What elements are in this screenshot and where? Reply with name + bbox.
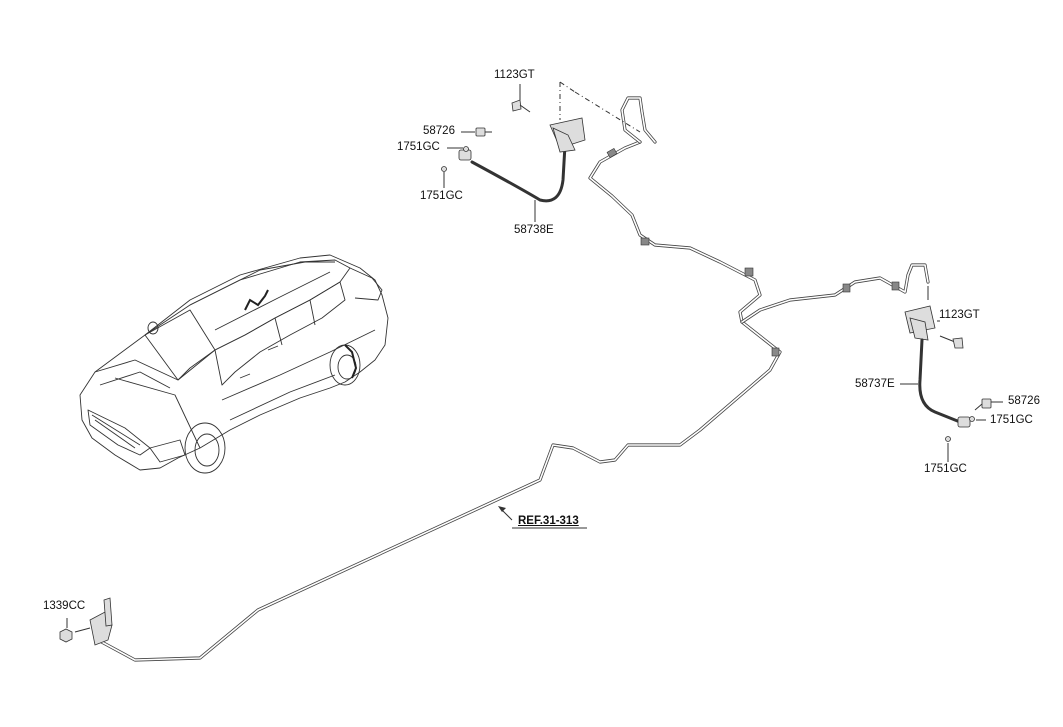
car-illustration <box>79 254 389 474</box>
brake-hose-right <box>904 305 971 428</box>
label-nut-bottom: 1339CC <box>43 600 86 612</box>
label-washer-top-b: 1751GC <box>420 190 463 202</box>
nut-icon <box>475 127 492 137</box>
nut-icon <box>974 398 992 411</box>
bolt-icon <box>511 99 531 113</box>
brake-tube-branch-right <box>740 263 930 324</box>
washer-icon <box>463 146 469 152</box>
brake-tube-main <box>96 140 782 662</box>
bracket-bottom-left <box>66 597 113 646</box>
washer-icon <box>945 436 951 442</box>
brake-tube-top-loop <box>620 96 657 144</box>
nut-icon <box>59 628 73 643</box>
bolt-icon <box>939 335 964 349</box>
label-hose-right: 58737E <box>855 378 895 390</box>
washer-icon <box>441 166 447 172</box>
label-bolt-right: 1123GT <box>939 309 980 321</box>
label-nut-top: 58726 <box>423 125 455 137</box>
leader-lines-right <box>900 286 1003 462</box>
label-washer-right-b: 1751GC <box>924 463 967 475</box>
reference-label: REF.31-313 <box>518 515 579 527</box>
reference-arrow <box>498 506 587 529</box>
label-bolt-top: 1123GT <box>494 69 535 81</box>
tube-clips <box>606 147 900 357</box>
label-washer-right-a: 1751GC <box>990 414 1033 426</box>
label-hose-left: 58738E <box>514 224 554 236</box>
label-washer-top-a: 1751GC <box>397 141 440 153</box>
washer-icon <box>969 416 975 422</box>
leader-lines-top <box>443 81 641 222</box>
label-nut-right: 58726 <box>1008 395 1040 407</box>
brake-hose-left <box>458 117 586 203</box>
